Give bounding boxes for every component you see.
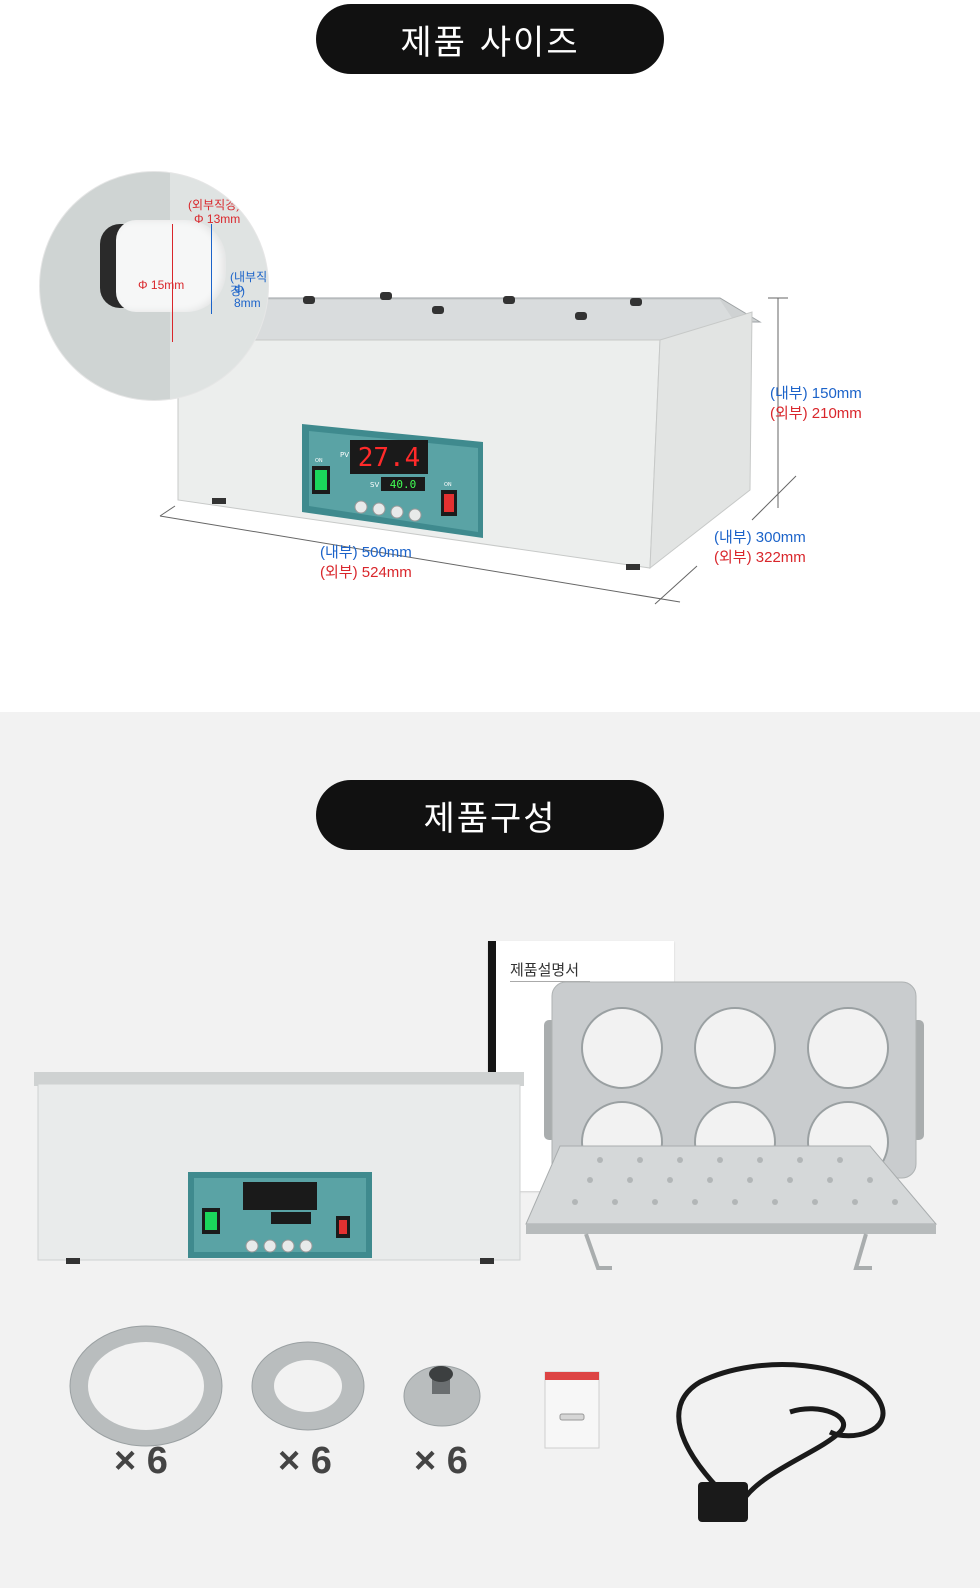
sv-display-value: 40.0 bbox=[390, 478, 417, 491]
pv-label: PV bbox=[340, 451, 349, 459]
height-outer-label: (외부) 210mm bbox=[770, 405, 862, 422]
dimension-lines bbox=[159, 297, 797, 605]
size-section-title: 제품 사이즈 bbox=[316, 4, 664, 74]
pipe-detail-circle: (외부직경) Φ 13mm Φ 15mm (내부직경) Φ 8mm bbox=[40, 172, 268, 400]
product-size-section: 제품 사이즈 27.4 bbox=[0, 0, 980, 712]
large-ring-icon bbox=[69, 1325, 223, 1447]
components-section-title: 제품구성 bbox=[316, 780, 664, 850]
cap-knob-icon bbox=[403, 1365, 481, 1427]
power-cord-icon bbox=[676, 1362, 886, 1504]
inner-diameter-value: Φ 8mm bbox=[234, 282, 261, 310]
large-ring-count: × 6 bbox=[114, 1440, 168, 1482]
small-ring-count: × 6 bbox=[278, 1440, 332, 1482]
panel-buttons bbox=[354, 500, 422, 522]
components-illustration bbox=[34, 981, 938, 1522]
product-components-section: 제품구성 제품설명서 bbox=[0, 712, 980, 1588]
cap-knob-count: × 6 bbox=[414, 1440, 468, 1482]
perforated-tray bbox=[525, 1145, 938, 1270]
water-bath-device: 27.4 PV 40.0 SV ON ON bbox=[175, 292, 762, 570]
outer-diameter-value: Φ 13mm bbox=[194, 212, 241, 226]
water-bath-front bbox=[34, 1072, 524, 1264]
width-outer-label: (외부) 524mm bbox=[320, 564, 412, 581]
small-ring-icon bbox=[251, 1341, 365, 1431]
power-on-label: ON bbox=[315, 458, 323, 464]
sv-label: SV bbox=[370, 481, 379, 489]
width-inner-label: (내부) 500mm bbox=[320, 544, 412, 561]
inner-diameter-label: (내부직경) bbox=[230, 270, 268, 298]
outer-diameter-label: (외부직경) bbox=[188, 198, 241, 212]
manual-title: 제품설명서 bbox=[510, 961, 580, 979]
height-inner-label: (내부) 150mm bbox=[770, 385, 862, 402]
fuse-pack-icon bbox=[544, 1371, 600, 1449]
outlet-on-label: ON bbox=[444, 482, 452, 488]
pipe-length-value: Φ 15mm bbox=[138, 278, 185, 292]
depth-inner-label: (내부) 300mm bbox=[714, 529, 806, 546]
cord-plug-icon bbox=[698, 1482, 748, 1522]
depth-outer-label: (외부) 322mm bbox=[714, 549, 806, 566]
water-bath-size-illustration: 27.4 PV 40.0 SV ON ON bbox=[159, 292, 797, 605]
pv-display-value: 27.4 bbox=[358, 443, 421, 473]
